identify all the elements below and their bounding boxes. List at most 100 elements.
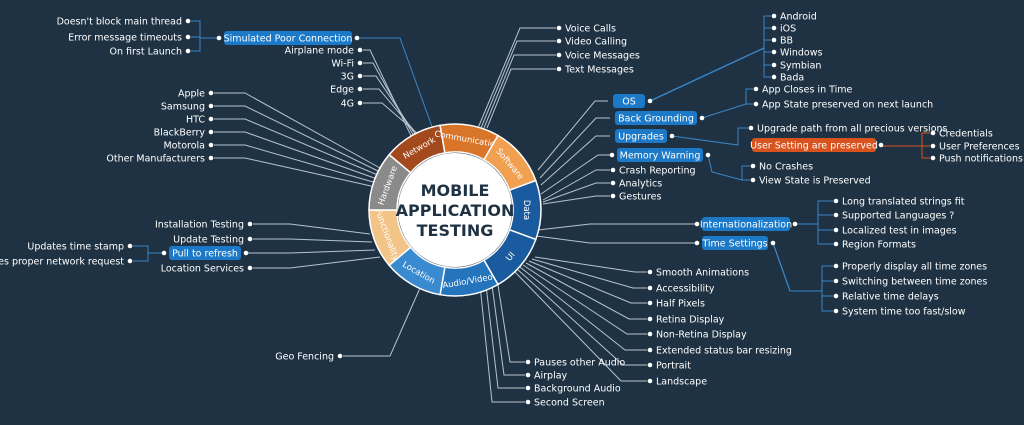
topic-label: Extended status bar resizing xyxy=(656,345,792,356)
bullet-dot xyxy=(771,62,777,68)
bullet-dot xyxy=(525,385,531,391)
bullet-dot xyxy=(337,353,343,359)
bullet-dot xyxy=(647,285,653,291)
pill-label: Upgrades xyxy=(618,131,664,142)
bullet-dot xyxy=(247,265,253,271)
bullet-dot xyxy=(185,18,191,24)
bullet-dot xyxy=(771,49,777,55)
topic-label: Analytics xyxy=(619,178,662,189)
connector-functionality xyxy=(253,238,373,243)
center-circle xyxy=(398,153,512,267)
topic-label: System time too fast/slow xyxy=(842,306,966,317)
connector-functionality xyxy=(253,256,381,269)
bullet-dot xyxy=(833,241,839,247)
topic-label: Long translated strings fit xyxy=(842,196,965,207)
bullet-dot xyxy=(525,359,531,365)
connector-refresh xyxy=(133,253,149,262)
bullet-dot xyxy=(833,198,839,204)
topic-label: Region Formats xyxy=(842,239,916,250)
bullet-dot xyxy=(833,212,839,218)
bullet-dot xyxy=(357,86,363,92)
bullet-dot xyxy=(833,278,839,284)
bullet-dot xyxy=(750,177,756,183)
connector-background xyxy=(701,88,753,119)
category-pill xyxy=(615,111,697,125)
pill-label: Internationalization xyxy=(700,219,792,230)
connector-i18n xyxy=(795,223,833,231)
connector-communication xyxy=(480,40,556,129)
bullet-dot xyxy=(833,308,839,314)
bullet-dot xyxy=(610,180,616,186)
connector-hardware xyxy=(214,157,381,189)
pill-label: Simulated Poor Connection xyxy=(224,33,353,44)
connector-hardware xyxy=(214,131,381,181)
connector-network xyxy=(363,102,426,141)
topic-label: Bada xyxy=(780,72,804,83)
bullet-dot xyxy=(669,133,675,139)
pill-label: OS xyxy=(622,96,636,107)
category-pill xyxy=(169,246,241,260)
topic-label: Updates time stamp xyxy=(27,241,124,252)
bullet-dot xyxy=(694,221,700,227)
bullet-dot xyxy=(833,293,839,299)
center-title: TESTING xyxy=(417,221,494,240)
category-pill xyxy=(752,138,876,152)
bullet-dot xyxy=(185,34,191,40)
bullet-dot xyxy=(930,130,936,136)
connector-software xyxy=(537,100,608,171)
connector-audio-video xyxy=(479,284,525,403)
topic-label: HTC xyxy=(186,114,205,125)
bullet-dot xyxy=(748,125,754,131)
connector-i18n xyxy=(795,214,833,225)
topic-label: Properly display all time zones xyxy=(842,261,987,272)
topic-label: Makes proper network request xyxy=(0,256,124,267)
topic-label: Landscape xyxy=(656,376,707,387)
topic-label: User Preferences xyxy=(939,141,1020,152)
connector-data xyxy=(535,235,697,244)
bullet-dot xyxy=(610,193,616,199)
topic-label: Windows xyxy=(780,47,822,58)
bullet-dot xyxy=(208,142,214,148)
bullet-dot xyxy=(647,300,653,306)
topic-label: Smooth Animations xyxy=(656,267,749,278)
topic-label: Push notifications xyxy=(939,153,1023,164)
category-pill xyxy=(224,31,352,45)
connector-software xyxy=(542,195,610,205)
connector-communication xyxy=(486,68,556,129)
connector-ui xyxy=(528,260,647,304)
bullet-dot xyxy=(647,269,653,275)
topic-label: Crash Reporting xyxy=(619,165,696,176)
topic-label: Gestures xyxy=(619,191,661,202)
connector-network xyxy=(363,88,423,141)
connector-communication xyxy=(483,54,556,129)
topic-label: 3G xyxy=(341,71,354,82)
bullet-dot xyxy=(694,240,700,246)
connector-i18n xyxy=(795,200,833,225)
connector-software xyxy=(542,182,610,203)
bullet-dot xyxy=(930,143,936,149)
connector-hardware xyxy=(214,118,381,177)
connector-network xyxy=(191,20,219,39)
topic-label: Other Manufacturers xyxy=(106,153,205,164)
connector-communication xyxy=(477,27,556,129)
bullet-dot xyxy=(771,13,777,19)
pill-label: Pull to refresh xyxy=(172,248,238,259)
topic-label: Wi-Fi xyxy=(331,58,354,69)
topic-label: Doesn't block main thread xyxy=(57,16,182,27)
topic-label: App State preserved on next launch xyxy=(762,99,933,110)
bullet-dot xyxy=(771,25,777,31)
topic-label: iOS xyxy=(780,23,796,34)
segment-hardware xyxy=(368,153,412,211)
category-ring: NetworkCommunicationSoftwareDataUIAudio/… xyxy=(368,123,542,297)
bullet-dot xyxy=(247,236,253,242)
connector-audio-video xyxy=(485,284,525,389)
connector-software xyxy=(540,135,610,186)
topic-label: Apple xyxy=(178,88,205,99)
connector-network xyxy=(191,37,219,52)
category-pill xyxy=(615,129,667,143)
bullet-dot xyxy=(161,250,167,256)
bullet-dot xyxy=(878,142,884,148)
bullet-dot xyxy=(792,221,798,227)
connector-ui xyxy=(525,262,647,320)
connector-functionality xyxy=(246,249,376,254)
